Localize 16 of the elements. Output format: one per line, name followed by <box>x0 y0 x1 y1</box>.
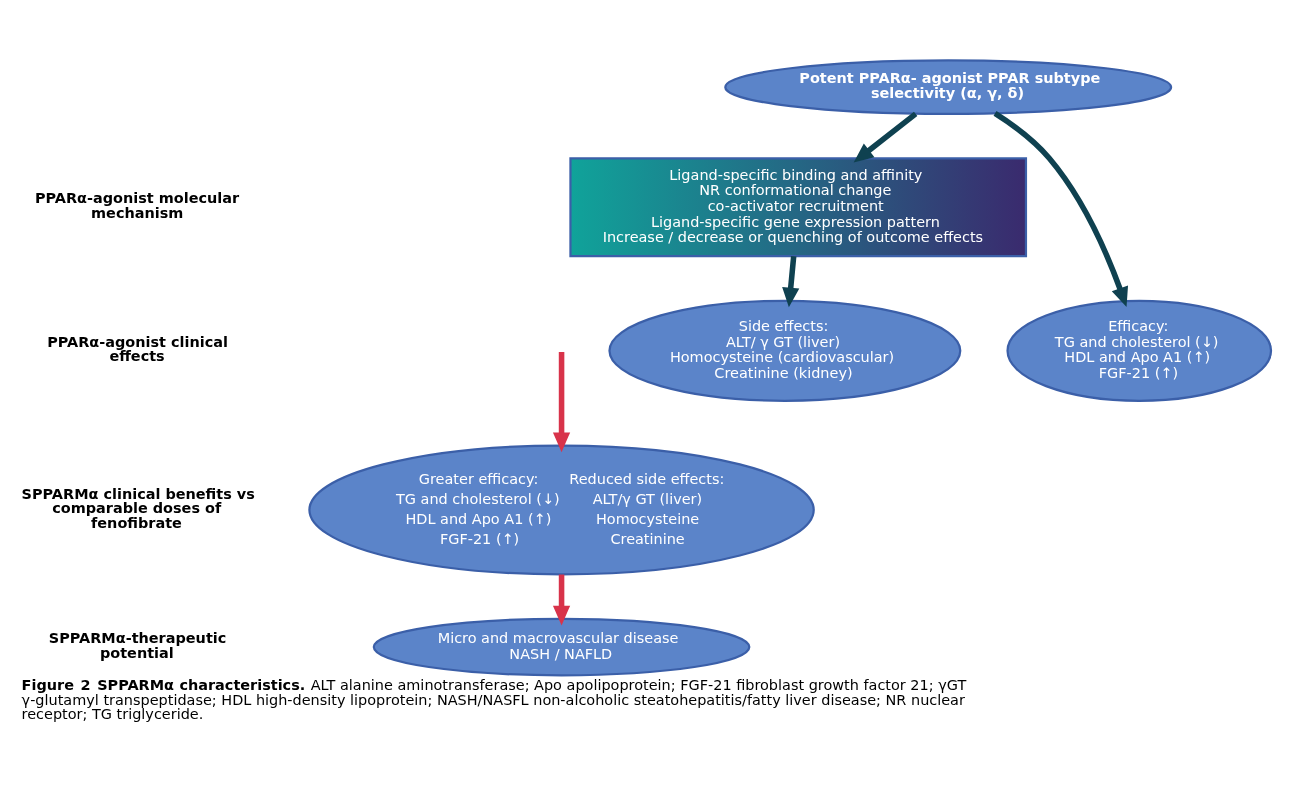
arrow <box>782 255 800 308</box>
arrow <box>552 574 571 626</box>
node-box: Ligand-specific binding and affinity NR conformational change co-activator recruitment Ligand-specific gene expression pattern Increase / decrease or quenching of outcome effects <box>569 157 1028 258</box>
node-ellipse: Side effects: ALT/ γ GT (liver) Homocysteine (cardiovascular) Creatinine (kidney) <box>608 299 962 402</box>
arrow <box>552 352 571 453</box>
label: SPPARMα clinical benefits vs comparable doses of fenofibrate <box>21 485 255 531</box>
label: PPARα-agonist molecular mechanism <box>34 190 240 221</box>
node-ellipse: Micro and macrovascular disease NASH / NAFLD <box>372 617 751 677</box>
arrow <box>993 111 1129 307</box>
label: SPPARMα-therapeutic potential <box>48 630 227 661</box>
caption: Figure 2 SPPARMα characteristics. ALT alanine aminotransferase; Apo apolipoprotein; FGF-21 fibroblast growth factor 21; γGT γ-glutamyl transpeptidase; HDL high-density lipoprotein; NASH/NASFL non-alcoholic steatohepatitis/fatty liver disease; NR nuclear receptor; TG triglyceride. <box>21 677 967 723</box>
node-ellipse: Efficacy: TG and cholesterol (↓) HDL and Apo A1 (↑) FGF-21 (↑) <box>1006 299 1273 402</box>
node-ellipse: Greater efficacy: Reduced side effects: TG and cholesterol (↓) ALT/γ GT (liver) HDL and Apo A1 (↑) Homocysteine FGF-21 (↑) Creatinine <box>308 444 815 576</box>
arrow <box>853 111 918 163</box>
node-ellipse: Potent PPARα- agonist PPAR subtype selectivity (α, γ, δ) <box>724 59 1173 115</box>
label: PPARα-agonist clinical effects <box>47 333 228 365</box>
